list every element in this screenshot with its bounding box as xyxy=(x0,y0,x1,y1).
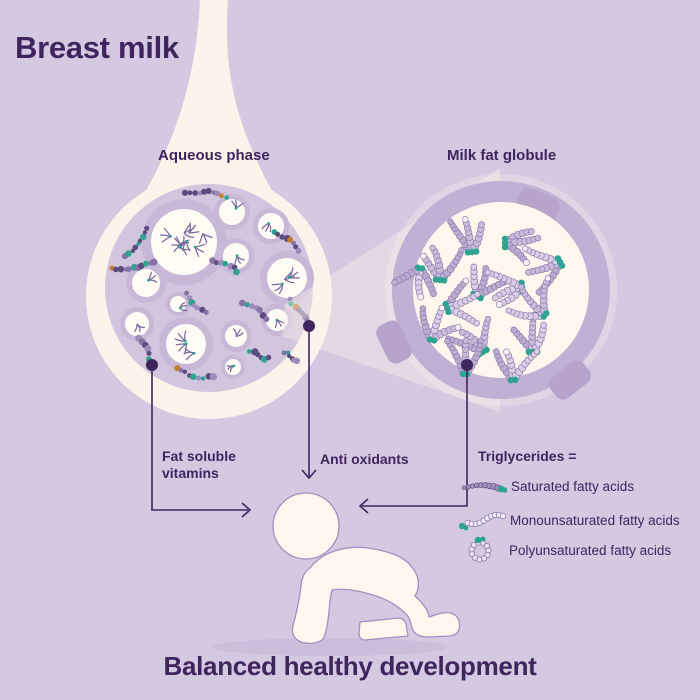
footer-heading: Balanced healthy development xyxy=(163,651,537,681)
polyunsaturated-fatty-acid-icon xyxy=(468,536,492,563)
milk-fat-globule-circle xyxy=(376,181,610,400)
connector-lines xyxy=(146,320,473,518)
aqueous-phase-label: Aqueous phase xyxy=(158,147,270,164)
legend-item-saturated: Saturated fatty acids xyxy=(461,474,634,498)
legend-label: Polyunsaturated fatty acids xyxy=(509,542,672,558)
monounsaturated-fatty-acid-icon xyxy=(458,511,506,531)
legend-item-polyunsaturated: Polyunsaturated fatty acids xyxy=(463,535,671,565)
milk-fat-globule-label: Milk fat globule xyxy=(447,147,557,164)
aqueous-phase-circle xyxy=(105,184,314,392)
legend-label: Monounsaturated fatty acids xyxy=(510,512,680,528)
page-title: Breast milk xyxy=(15,30,179,65)
saturated-fatty-acid-icon xyxy=(461,482,507,493)
triglycerides-heading: Triglycerides = xyxy=(478,448,577,464)
baby-figure xyxy=(212,492,461,656)
antioxidants-label: Anti oxidants xyxy=(320,451,409,467)
fat-soluble-vitamins-label: Fat soluble vitamins xyxy=(162,448,236,481)
legend-label: Saturated fatty acids xyxy=(511,478,635,494)
aqueous-molecule-chains xyxy=(109,187,311,381)
legend-item-monounsaturated: Monounsaturated fatty acids xyxy=(458,507,680,533)
